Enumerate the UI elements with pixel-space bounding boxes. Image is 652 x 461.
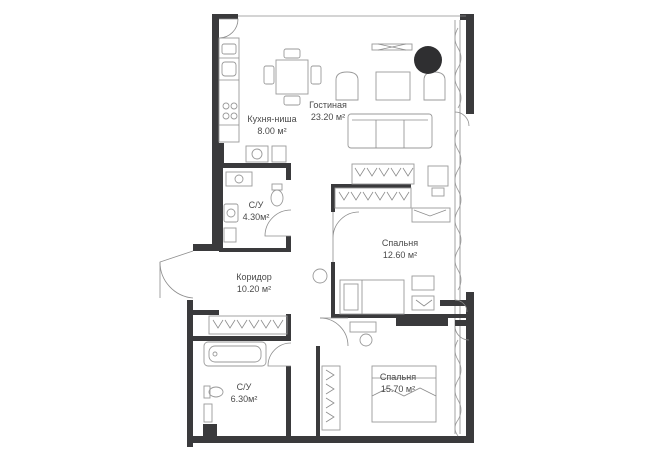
plant-pot-icon	[414, 46, 442, 74]
coat-stand-icon	[312, 268, 328, 284]
stove-icon	[222, 102, 238, 120]
room-label-bedroom1: Спальня 12.60 м²	[382, 238, 418, 260]
room-label-bedroom2: Спальня 15.70 м²	[380, 372, 416, 394]
toilet-icon	[203, 385, 224, 399]
room-label-corridor: Коридор 10.20 м²	[236, 272, 272, 294]
toilet-icon	[270, 183, 284, 207]
bed-icon	[371, 365, 437, 423]
sink-icon	[223, 171, 253, 243]
room-name: Спальня	[380, 372, 416, 382]
table-icon	[275, 59, 309, 95]
desk-icon	[411, 275, 435, 311]
room-area: 10.20 м²	[237, 284, 271, 294]
coffee-table-icon	[375, 71, 411, 101]
outer-walls	[187, 14, 474, 447]
armchair-icon	[335, 71, 446, 101]
room-area: 4.30м²	[243, 212, 270, 222]
room-name: С/У	[249, 200, 264, 210]
room-label-bath2: С/У 6.30м²	[231, 382, 258, 404]
room-name: Кухня-ниша	[247, 114, 296, 124]
interior-walls	[193, 143, 474, 436]
wardrobe-icon	[208, 315, 288, 335]
room-name: Гостиная	[309, 100, 347, 110]
sink-icon	[203, 403, 213, 423]
window-glazing	[238, 15, 466, 434]
room-name: С/У	[237, 382, 252, 392]
room-name: Коридор	[236, 272, 272, 282]
room-label-bath1: С/У 4.30м²	[243, 200, 270, 222]
room-area: 8.00 м²	[257, 126, 286, 136]
desk-icon	[411, 165, 451, 223]
bed-icon	[339, 279, 405, 315]
wardrobe-icon	[321, 365, 341, 431]
room-label-kitchen: Кухня-ниша 8.00 м²	[247, 114, 296, 136]
wardrobe-icon	[351, 163, 415, 185]
door-swing-icon	[159, 18, 470, 367]
room-label-living: Гостиная 23.20 м²	[309, 100, 347, 122]
wardrobe-icon	[334, 187, 412, 209]
plant-icon	[454, 27, 462, 437]
chair-icon	[263, 48, 322, 106]
washer-icon	[245, 145, 287, 163]
room-area: 15.70 м²	[381, 384, 415, 394]
sink-icon	[221, 43, 237, 77]
room-area: 6.30м²	[231, 394, 258, 404]
sofa-icon	[347, 113, 433, 149]
tv-unit-icon	[371, 43, 413, 51]
nightstand-icon	[349, 321, 377, 347]
room-area: 23.20 м²	[311, 112, 345, 122]
room-name: Спальня	[382, 238, 418, 248]
kitchen-counter	[218, 37, 240, 143]
room-area: 12.60 м²	[383, 250, 417, 260]
bathtub-icon	[203, 341, 267, 367]
